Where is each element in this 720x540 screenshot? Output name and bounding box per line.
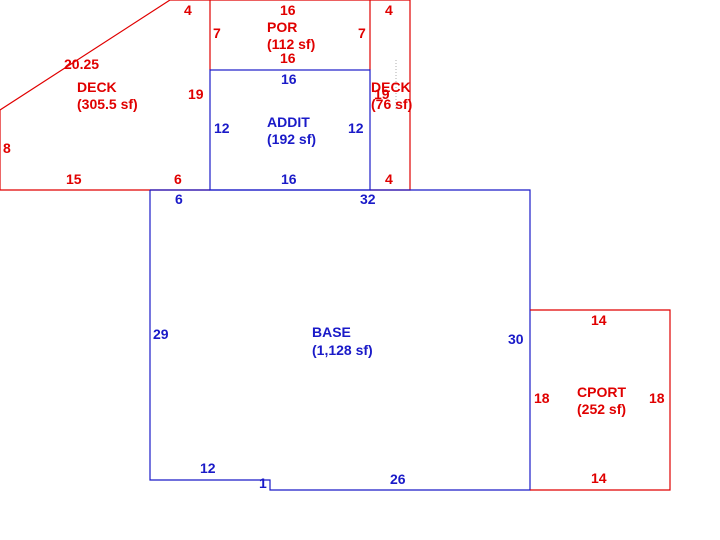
addition-name: ADDIT xyxy=(267,114,310,130)
carport-left-dim: 18 xyxy=(534,390,550,406)
carport-area: (252 sf) xyxy=(577,401,626,417)
carport-name: CPORT xyxy=(577,384,626,400)
addition-left-dim: 12 xyxy=(214,120,230,136)
deck-left-left-dim: 8 xyxy=(3,140,11,156)
deck-left-bottom-dim-b: 6 xyxy=(174,171,182,187)
base-left-dim: 29 xyxy=(153,326,169,342)
deck-right-name: DECK xyxy=(371,79,411,95)
base-jog-dim: 1 xyxy=(259,475,267,491)
deck-left-area: (305.5 sf) xyxy=(77,96,138,112)
base-right-dim: 30 xyxy=(508,331,524,347)
deck-right-side-dim: 19 xyxy=(374,86,390,102)
deck-left-diag-dim: 20.25 xyxy=(64,56,99,72)
base-bottom-dim-a: 12 xyxy=(200,460,216,476)
addition-area: (192 sf) xyxy=(267,131,316,147)
deck-right-top-dim: 4 xyxy=(385,2,393,18)
porch-area: (112 sf) xyxy=(267,36,315,52)
deck-left-top-dim: 4 xyxy=(184,2,192,18)
deck-right-bottom-dim: 4 xyxy=(385,171,393,187)
deck-left-name: DECK xyxy=(77,79,117,95)
carport-top-dim: 14 xyxy=(591,312,607,328)
porch-outline xyxy=(209,0,371,70)
carport-right-dim: 18 xyxy=(649,390,665,406)
deck-left-outline xyxy=(0,0,210,191)
porch-bottom-dim: 16 xyxy=(280,50,296,66)
base-outline xyxy=(149,189,531,491)
deck-right-area: (76 sf) xyxy=(371,96,412,112)
carport-outline xyxy=(530,309,671,491)
porch-right-dim: 7 xyxy=(358,25,366,41)
carport-bottom-dim: 14 xyxy=(591,470,607,486)
base-top-left-dim: 6 xyxy=(175,191,183,207)
addition-right-dim: 12 xyxy=(348,120,364,136)
porch-name: POR xyxy=(267,19,297,35)
base-bottom-dim-b: 26 xyxy=(390,471,406,487)
deck-left-right-dim: 19 xyxy=(188,86,204,102)
base-top-right-dim: 32 xyxy=(360,191,376,207)
addition-top-dim: 16 xyxy=(281,71,297,87)
porch-top-dim: 16 xyxy=(280,2,296,18)
base-name: BASE xyxy=(312,324,351,340)
deck-left-bottom-dim-a: 15 xyxy=(66,171,82,187)
porch-left-dim: 7 xyxy=(213,25,221,41)
addition-bottom-dim: 16 xyxy=(281,171,297,187)
base-area: (1,128 sf) xyxy=(312,342,373,358)
